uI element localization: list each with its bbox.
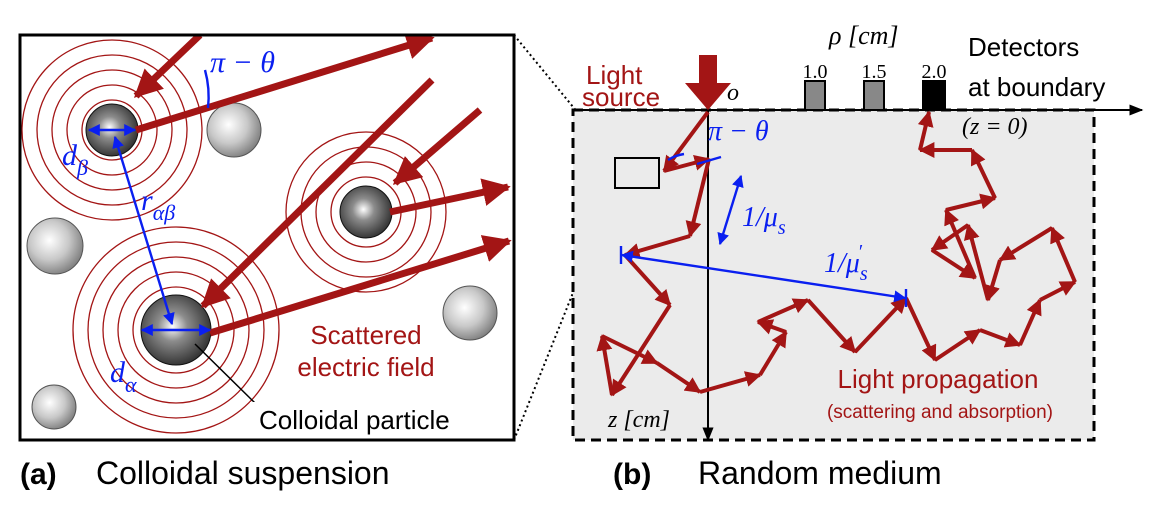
- d-alpha-label: dα: [110, 356, 137, 397]
- zoom-box: [614, 157, 660, 189]
- particle-pointer-line: [194, 343, 256, 404]
- detector-pos-3: 2.0: [922, 61, 947, 83]
- particle-label-backdrop: [250, 402, 506, 438]
- light-source-label-2: source: [582, 82, 660, 112]
- detectors-label-2: at boundary: [968, 72, 1105, 102]
- propagation-label-1: Light propagation: [838, 364, 1039, 394]
- particle-light-3: [442, 285, 498, 341]
- panel-a-frame: [18, 33, 516, 442]
- boundary-eq: (z = 0): [962, 114, 1028, 140]
- z-axis-label: z [cm]: [607, 407, 670, 433]
- panel-a: π − θ dβ rαβ dα Scattered electric field…: [18, 33, 516, 491]
- particle-label: Colloidal particle: [259, 405, 450, 435]
- particle-light-2: [26, 217, 84, 275]
- detector-pos-2: 1.5: [862, 61, 887, 83]
- angle-label-b: π − θ: [708, 116, 769, 147]
- particle-light-1: [206, 102, 262, 158]
- r-ab-label: rαβ: [141, 184, 175, 225]
- measures-b: [619, 152, 908, 307]
- d-beta-label: dβ: [62, 139, 88, 180]
- panel-b: Light source o ρ [cm] 1.0 1.5 2.0 Detect…: [571, 21, 1144, 491]
- particle-light-4: [31, 384, 77, 430]
- measures-a: [87, 69, 212, 336]
- caption-b-letter: (b): [613, 458, 651, 491]
- particle-dark-right: [339, 185, 393, 239]
- scattered-field-label-1: Scattered: [310, 320, 421, 350]
- field-arrows-a: [133, 35, 512, 337]
- scatter-length-label: 1/μs: [742, 202, 786, 239]
- angle-label-a: π − θ: [210, 46, 275, 79]
- caption-a: Colloidal suspension: [96, 455, 390, 491]
- origin-label: o: [727, 80, 739, 106]
- caption-a-letter: (a): [20, 458, 57, 491]
- detectors-label-1: Detectors: [968, 32, 1079, 62]
- light-source-arrow: [685, 55, 731, 110]
- light-source-label-1: Light: [586, 60, 643, 90]
- scattered-field-label-2: electric field: [297, 352, 434, 382]
- propagation-label-2: (scattering and absorption): [827, 402, 1053, 423]
- caption-b: Random medium: [698, 455, 942, 491]
- detector-2: [863, 80, 885, 111]
- transport-length-label: 1/μs′: [824, 241, 868, 285]
- detector-pos-1: 1.0: [803, 61, 828, 83]
- detector-3: [922, 80, 946, 111]
- rho-label: ρ [cm]: [828, 21, 899, 50]
- detector-1: [804, 80, 826, 111]
- rings-top-left: [21, 39, 203, 221]
